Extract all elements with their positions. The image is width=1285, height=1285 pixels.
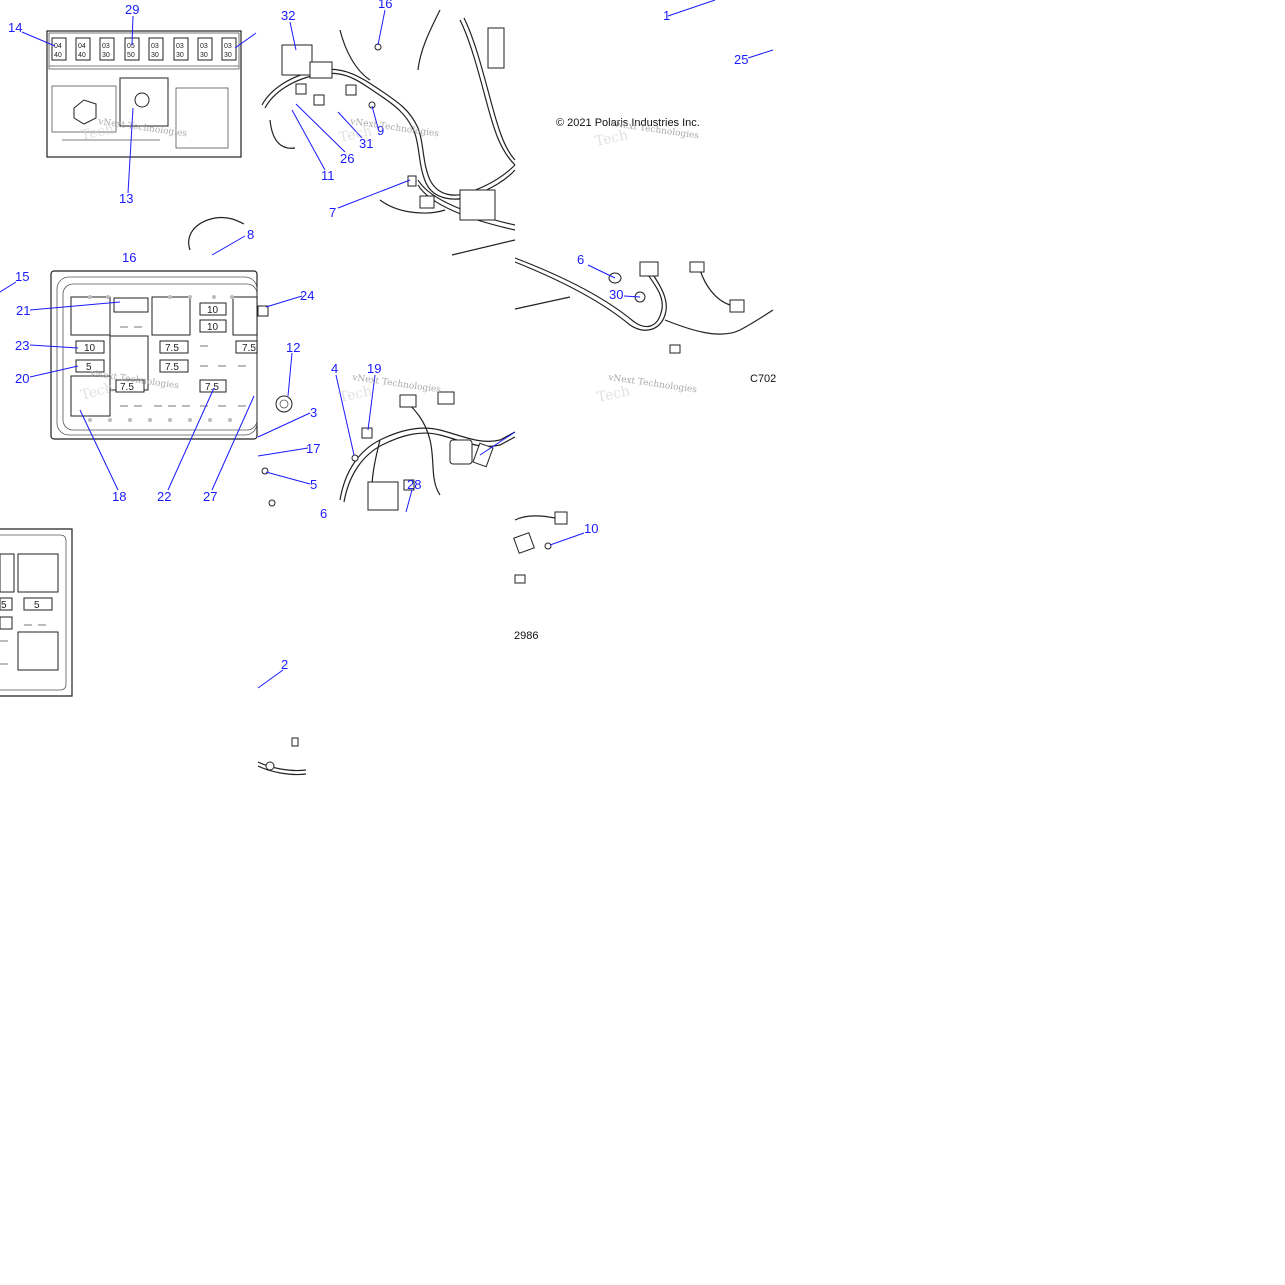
- fuse-label-mirror: 03: [200, 43, 208, 50]
- callout-22: 22: [157, 489, 171, 504]
- svg-text:Tech: Tech: [80, 121, 116, 144]
- callout-8: 8: [247, 227, 254, 242]
- fuse-label: 30: [102, 52, 110, 59]
- connector-block: [281, 44, 313, 76]
- fuse-label-mirror: 03: [102, 43, 110, 50]
- callout-12: 12: [286, 340, 300, 355]
- fuse-value: 7.5: [165, 343, 179, 354]
- callout-1: 1: [663, 8, 670, 23]
- fuse-value: 10: [84, 343, 96, 354]
- fuse-value: 5: [86, 362, 92, 373]
- callout-27: 27: [203, 489, 217, 504]
- callout-13: 13: [119, 191, 133, 206]
- harness-right: [514, 257, 774, 354]
- fuse-label: 40: [78, 52, 86, 59]
- fuse-label-mirror: 03: [151, 43, 159, 50]
- callout-6-lower: 6: [320, 506, 327, 521]
- callout-14: 14: [8, 20, 22, 35]
- fuse-value: 7.5: [242, 343, 256, 354]
- fuse-label: 50: [127, 52, 135, 59]
- svg-text:Tech: Tech: [338, 123, 374, 146]
- callout-32: 32: [281, 8, 295, 23]
- main-harness-top: [261, 9, 516, 256]
- fuse-value: 7.5: [165, 362, 179, 373]
- callout-19: 19: [367, 361, 381, 376]
- callout-24: 24: [300, 288, 314, 303]
- callouts: 1 2 3 4 5 6 6 7 8 9 10 11 12 13 14 15 16…: [8, 0, 748, 672]
- callout-31: 31: [359, 136, 373, 151]
- callout-17: 17: [306, 441, 320, 456]
- fuse-value: 7.5: [205, 382, 219, 393]
- callout-28: 28: [407, 477, 421, 492]
- relay: [70, 296, 111, 336]
- svg-text:Tech: Tech: [596, 383, 632, 406]
- bottom-fuse-box: 5 5: [0, 528, 73, 697]
- top-fuse-slots: [51, 37, 237, 61]
- callout-5: 5: [310, 477, 317, 492]
- callout-29: 29: [125, 2, 139, 17]
- leader-lines: [0, 0, 774, 689]
- fuse-value: 10: [207, 322, 219, 333]
- callout-20: 20: [15, 371, 29, 386]
- fuse-label: 30: [200, 52, 208, 59]
- callout-7: 7: [329, 205, 336, 220]
- callout-26: 26: [340, 151, 354, 166]
- mid-fuses: 10 5 7.5 7.5 10 10 7.5 7.5 7.5: [75, 302, 258, 393]
- callout-16: 16: [378, 0, 392, 11]
- fuse-value: 7.5: [120, 382, 134, 393]
- fuse-label-mirror: 04: [78, 43, 86, 50]
- svg-text:Tech: Tech: [594, 127, 630, 150]
- stud-icon: [134, 92, 150, 108]
- callout-23: 23: [15, 338, 29, 353]
- callout-4: 4: [331, 361, 338, 376]
- callout-10: 10: [584, 521, 598, 536]
- callout-21: 21: [16, 303, 30, 318]
- callout-18: 18: [112, 489, 126, 504]
- callout-30: 30: [609, 287, 623, 302]
- fuse-label: 30: [224, 52, 232, 59]
- fuse-label-mirror: 04: [54, 43, 62, 50]
- callout-3: 3: [310, 405, 317, 420]
- fuse-label: 40: [54, 52, 62, 59]
- top-fuse-labels: 04 40 04 40 03 30 05 50 03 30 03 30 03 3…: [54, 43, 232, 59]
- callout-11: 11: [321, 168, 335, 183]
- callout-16-left: 16: [122, 250, 136, 265]
- callout-9: 9: [377, 123, 384, 138]
- figure-code: 2986: [514, 630, 538, 642]
- small-parts: [188, 216, 307, 776]
- fuse-label-mirror: 03: [224, 43, 232, 50]
- mid-fuse-box: 10 5 7.5 7.5 10 10 7.5 7.5 7.5: [50, 270, 258, 440]
- fuse-label-mirror: 05: [127, 43, 135, 50]
- relay: [232, 296, 258, 336]
- copyright-notice: © 2021 Polaris Industries Inc.: [556, 117, 700, 129]
- callout-2: 2: [281, 657, 288, 672]
- callout-25: 25: [734, 52, 748, 67]
- top-fuse-box: 04 40 04 40 03 30 05 50 03 30 03 30 03 3…: [46, 30, 242, 158]
- relay: [151, 296, 191, 336]
- svg-text:Tech: Tech: [338, 383, 374, 406]
- fuse-value: 10: [207, 305, 219, 316]
- fuse-value: 5: [34, 600, 40, 611]
- fuse-label: 30: [151, 52, 159, 59]
- connector-block: [367, 481, 399, 511]
- harness-lower: [261, 391, 568, 584]
- callout-15: 15: [15, 269, 29, 284]
- connector-block: [459, 189, 496, 221]
- battery-terminal-nut: [73, 99, 97, 125]
- callout-6: 6: [577, 252, 584, 267]
- relay: [70, 375, 111, 417]
- figure-code: C702: [750, 373, 776, 385]
- fuse-label: 30: [176, 52, 184, 59]
- grommet-icon: [275, 395, 293, 413]
- fuse-value: 5: [1, 600, 7, 611]
- fuse-label-mirror: 03: [176, 43, 184, 50]
